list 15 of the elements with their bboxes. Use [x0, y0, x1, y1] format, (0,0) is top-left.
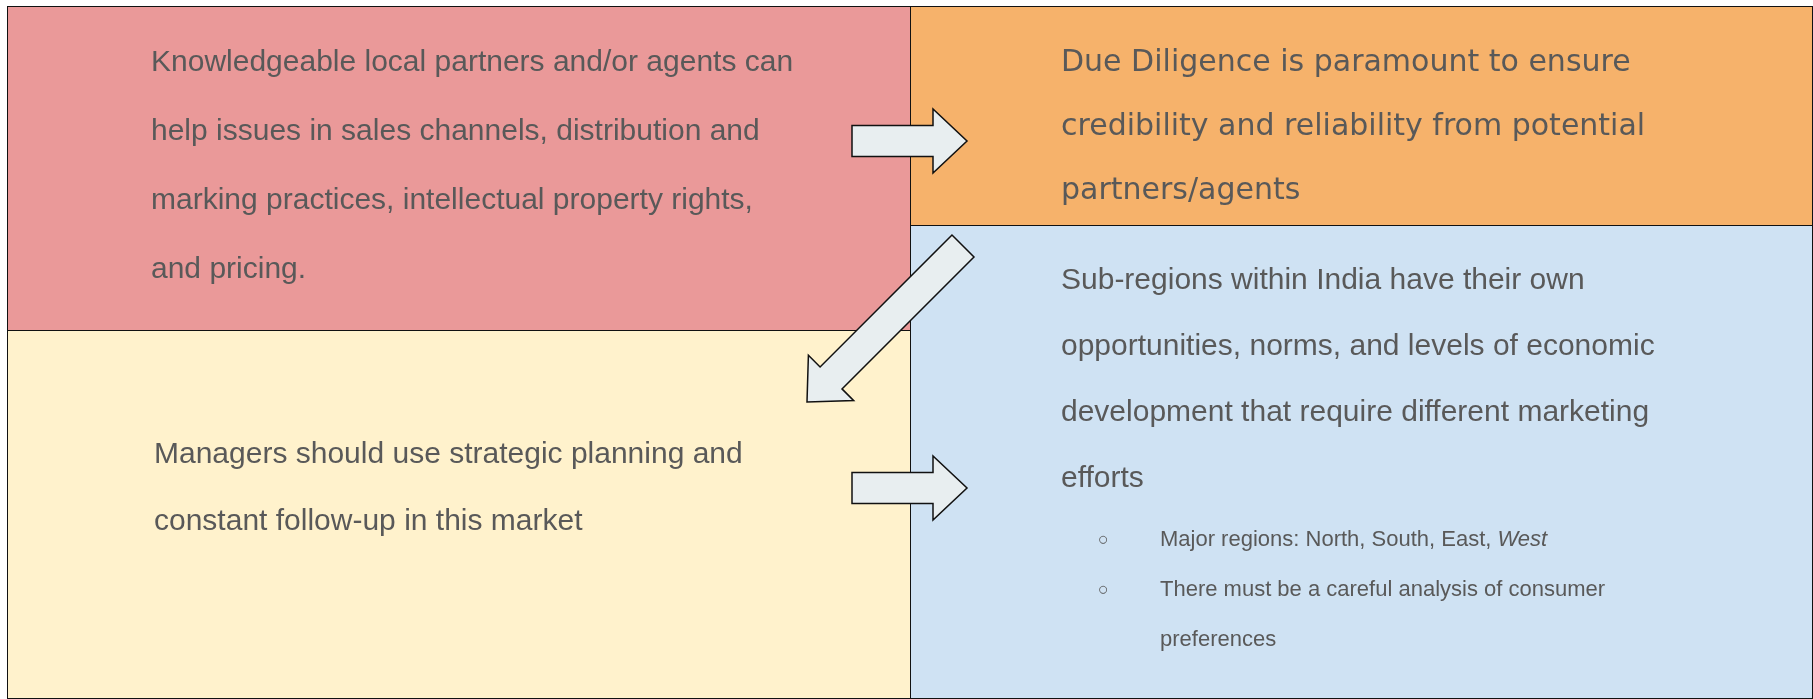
- text-panel: [910, 225, 1813, 699]
- text-panel: [910, 6, 1813, 226]
- block-arrow: [806, 233, 976, 403]
- text-panel: [7, 6, 911, 331]
- bullet-item: There must be a careful analysis of consumer preferences: [1160, 575, 1607, 653]
- bullet-item: Major regions: North, South, East, West: [1160, 525, 1548, 553]
- bullet-marker: ○: [1098, 578, 1110, 601]
- panel-text: Knowledgeable local partners and/or agents can help issues in sales channels, distribution and marking practices, intellectual property rights, and pricing.: [151, 42, 795, 286]
- panel-text: Managers should use strategic planning and constant follow-up in this market: [154, 435, 744, 538]
- panel-text: Sub-regions within India have their own opportunities, norms, and levels of economic development that require different marketing efforts: [1061, 261, 1656, 495]
- text-panel: [7, 330, 911, 699]
- block-arrow: [851, 454, 969, 522]
- panel-text: Due Diligence is paramount to ensure credibility and reliability from potential partners/agents: [1061, 42, 1647, 208]
- bullet-marker: ○: [1098, 528, 1110, 551]
- block-arrow: [851, 107, 969, 175]
